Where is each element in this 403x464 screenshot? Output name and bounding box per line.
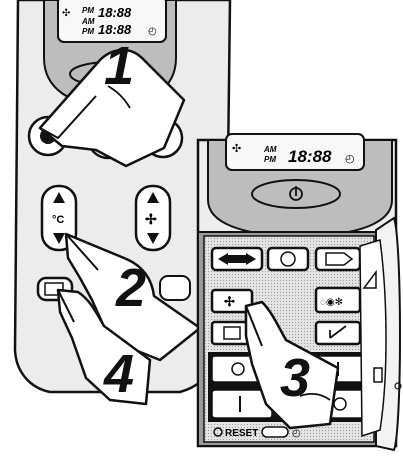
lcd-display-right: ✣ AM PM 18:88 ◴ <box>226 134 364 170</box>
direction-button[interactable] <box>316 248 360 270</box>
lcd-time-top: 18:88 <box>98 5 132 20</box>
lcd-right-am-label: AM <box>263 145 277 154</box>
step-number-4: 4 <box>103 344 134 404</box>
lcd-time-bottom: 18:88 <box>98 22 132 37</box>
fan-speed-icon-right: ✣ <box>232 143 241 155</box>
lcd-right-pm-label: PM <box>264 155 276 164</box>
fan-speed-icon: ✣ <box>62 8 70 19</box>
fan-rocker[interactable]: ✢ <box>136 186 170 250</box>
reset-label: RESET <box>225 428 258 439</box>
swing-button[interactable] <box>212 248 262 270</box>
step-number-1: 1 <box>104 36 134 96</box>
step-number-2: 2 <box>115 258 146 318</box>
hidden-button-left[interactable] <box>160 276 190 300</box>
lcd-right-time: 18:88 <box>288 147 332 166</box>
clock-icon-right: ◴ <box>345 153 355 165</box>
temperature-symbol: °C <box>52 214 64 226</box>
lcd-am-label: AM <box>81 17 95 26</box>
lcd-pm-label: PM <box>82 27 94 36</box>
timer-button[interactable] <box>268 248 308 270</box>
sleep-button[interactable] <box>316 322 360 344</box>
mode-symbols-icon: ◌◉✻ <box>320 297 343 308</box>
lcd-pm-top-label: PM <box>82 6 94 15</box>
clock-icon-reset: ◴ <box>292 428 301 439</box>
on-off-button-right[interactable] <box>252 180 340 208</box>
fan-icon: ✢ <box>145 211 157 227</box>
fan-mode-icon: ✢ <box>224 294 235 309</box>
mode-select-button[interactable]: ◌◉✻ <box>316 288 360 312</box>
clock-icon: ◴ <box>148 26 157 37</box>
step-number-3: 3 <box>280 348 310 408</box>
